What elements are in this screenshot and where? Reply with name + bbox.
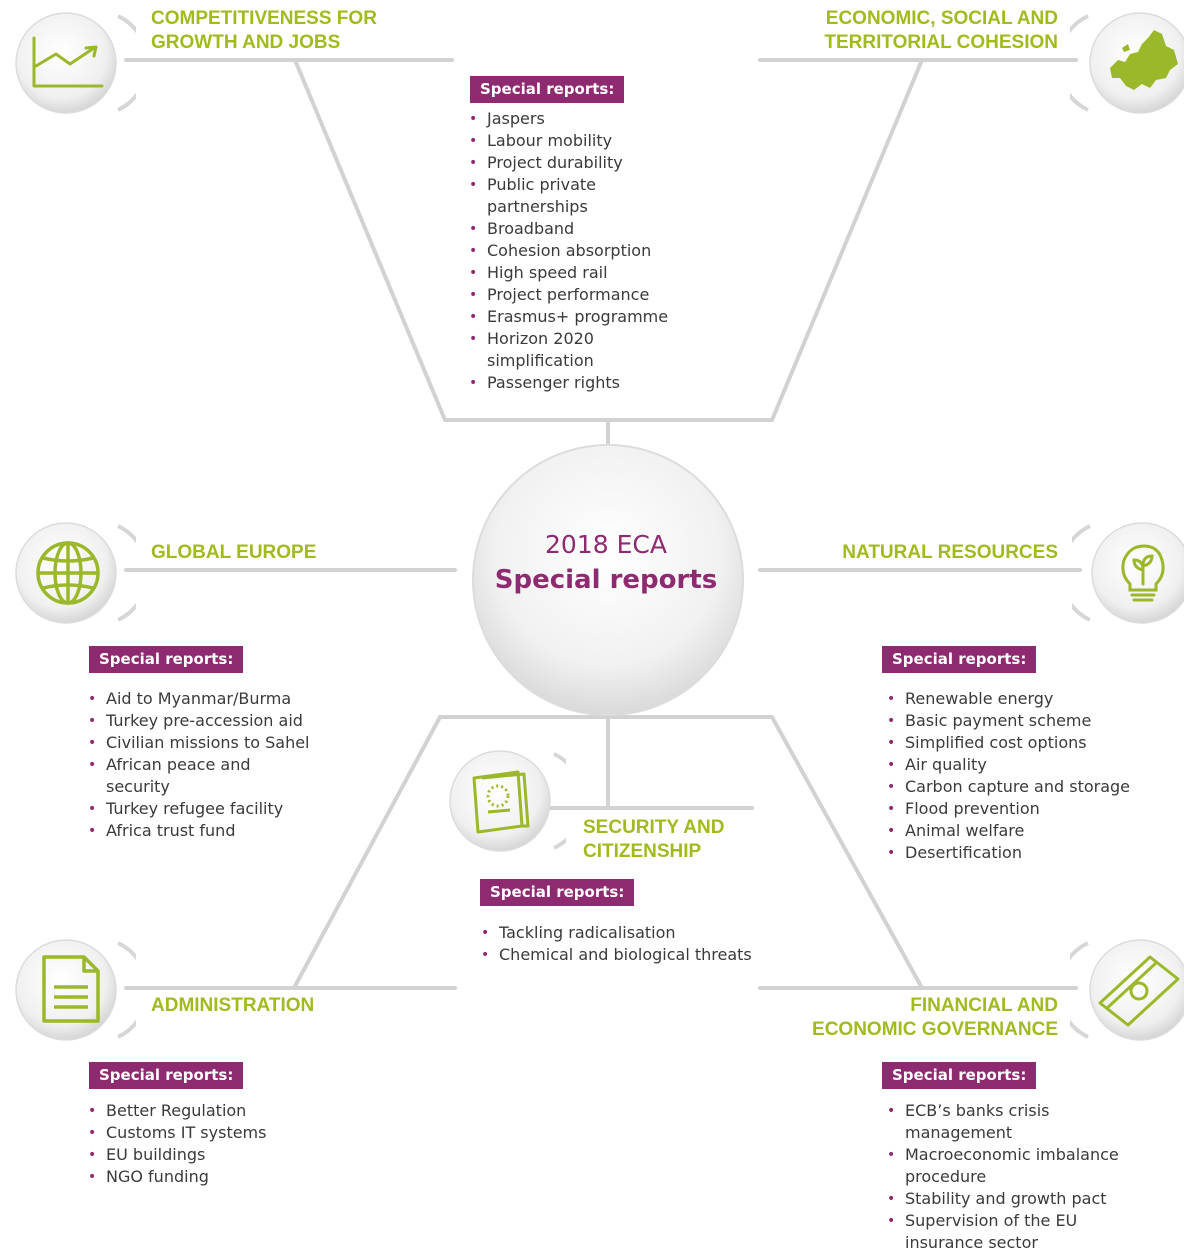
list-item: NGO funding (87, 1166, 367, 1188)
list-item: Supervision of the EU insurance sector (886, 1210, 1155, 1254)
document-icon (8, 935, 136, 1045)
heading-competitiveness-line2: GROWTH AND JOBS (151, 32, 341, 53)
list-item: Carbon capture and storage (886, 776, 1135, 798)
heading-natural-resources-text: NATURAL RESOURCES (842, 542, 1058, 563)
list-item: Erasmus+ programme (468, 306, 738, 328)
list-item: Project performance (468, 284, 738, 306)
report-list-competitiveness: Jaspers Labour mobility Project durabili… (468, 108, 738, 394)
heading-security-line2: CITIZENSHIP (583, 841, 702, 862)
special-reports-badge-administration: Special reports: (89, 1062, 244, 1089)
special-reports-badge-security: Special reports: (480, 879, 635, 906)
lightbulb-plant-icon (1072, 518, 1184, 628)
list-item: Basic payment scheme (886, 710, 1176, 732)
list-item: Broadband (468, 218, 738, 240)
list-item: Passenger rights (468, 372, 738, 394)
list-item: Jaspers (468, 108, 738, 130)
center-title-year: 2018 ECA (545, 530, 667, 559)
list-item: Flood prevention (886, 798, 1176, 820)
heading-financial-line2: ECONOMIC GOVERNANCE (812, 1019, 1058, 1040)
heading-cohesion-line1: ECONOMIC, SOCIAL AND (825, 8, 1058, 29)
list-item: Aid to Myanmar/Burma (87, 688, 387, 710)
heading-security-line1: SECURITY AND (583, 817, 725, 838)
heading-global-europe-text: GLOBAL EUROPE (151, 542, 317, 563)
list-item: Africa trust fund (87, 820, 387, 842)
special-reports-badge-natural-resources: Special reports: (882, 646, 1037, 673)
center-title: 2018 ECA Special reports (472, 528, 740, 598)
report-list-financial: ECB’s banks crisis management Macroecono… (886, 1100, 1176, 1254)
passport-icon (436, 746, 566, 856)
list-item: ECB’s banks crisis management (886, 1100, 1125, 1144)
heading-cohesion: ECONOMIC, SOCIAL AND TERRITORIAL COHESIO… (824, 7, 1058, 55)
heading-cohesion-line2: TERRITORIAL COHESION (824, 32, 1058, 53)
heading-security: SECURITY AND CITIZENSHIP (583, 816, 724, 864)
list-item: Labour mobility (468, 130, 738, 152)
report-list-security: Tackling radicalisation Chemical and bio… (480, 922, 760, 966)
list-item: Better Regulation (87, 1100, 367, 1122)
center-title-main: Special reports (494, 565, 718, 595)
globe-icon (8, 518, 136, 628)
list-item: Cohesion absorption (468, 240, 738, 262)
heading-natural-resources: NATURAL RESOURCES (842, 541, 1058, 565)
list-item: African peace and security (87, 754, 306, 798)
heading-financial: FINANCIAL AND ECONOMIC GOVERNANCE (812, 994, 1058, 1042)
list-item: Air quality (886, 754, 1176, 776)
list-item: High speed rail (468, 262, 738, 284)
list-item: EU buildings (87, 1144, 367, 1166)
special-reports-badge-competitiveness: Special reports: (470, 76, 625, 103)
report-list-administration: Better Regulation Customs IT systems EU … (87, 1100, 367, 1188)
heading-administration-text: ADMINISTRATION (151, 995, 315, 1016)
list-item: Customs IT systems (87, 1122, 367, 1144)
heading-competitiveness-line1: COMPETITIVENESS FOR (151, 8, 377, 29)
line-chart-icon (8, 8, 136, 118)
heading-global-europe: GLOBAL EUROPE (151, 541, 316, 565)
heading-competitiveness: COMPETITIVENESS FOR GROWTH AND JOBS (151, 7, 377, 55)
report-list-global-europe: Aid to Myanmar/Burma Turkey pre-accessio… (87, 688, 387, 842)
list-item: Animal welfare (886, 820, 1176, 842)
europe-map-icon (1070, 8, 1184, 118)
special-reports-badge-financial: Special reports: (882, 1062, 1037, 1089)
report-list-natural-resources: Renewable energy Basic payment scheme Si… (886, 688, 1176, 864)
list-item: Civilian missions to Sahel (87, 732, 387, 754)
list-item: Project durability (468, 152, 738, 174)
list-item: Turkey pre-accession aid (87, 710, 387, 732)
list-item: Public private partnerships (468, 174, 647, 218)
list-item: Horizon 2020 simplification (468, 328, 647, 372)
list-item: Macroeconomic imbalance procedure (886, 1144, 1155, 1188)
list-item: Desertification (886, 842, 1176, 864)
list-item: Simplified cost options (886, 732, 1176, 754)
list-item: Renewable energy (886, 688, 1176, 710)
banknote-icon (1070, 935, 1184, 1045)
list-item: Stability and growth pact (886, 1188, 1176, 1210)
heading-financial-line1: FINANCIAL AND (910, 995, 1058, 1016)
list-item: Chemical and biological threats (480, 944, 759, 966)
heading-administration: ADMINISTRATION (151, 994, 314, 1018)
list-item: Tackling radicalisation (480, 922, 760, 944)
special-reports-badge-global-europe: Special reports: (89, 646, 244, 673)
list-item: Turkey refugee facility (87, 798, 387, 820)
